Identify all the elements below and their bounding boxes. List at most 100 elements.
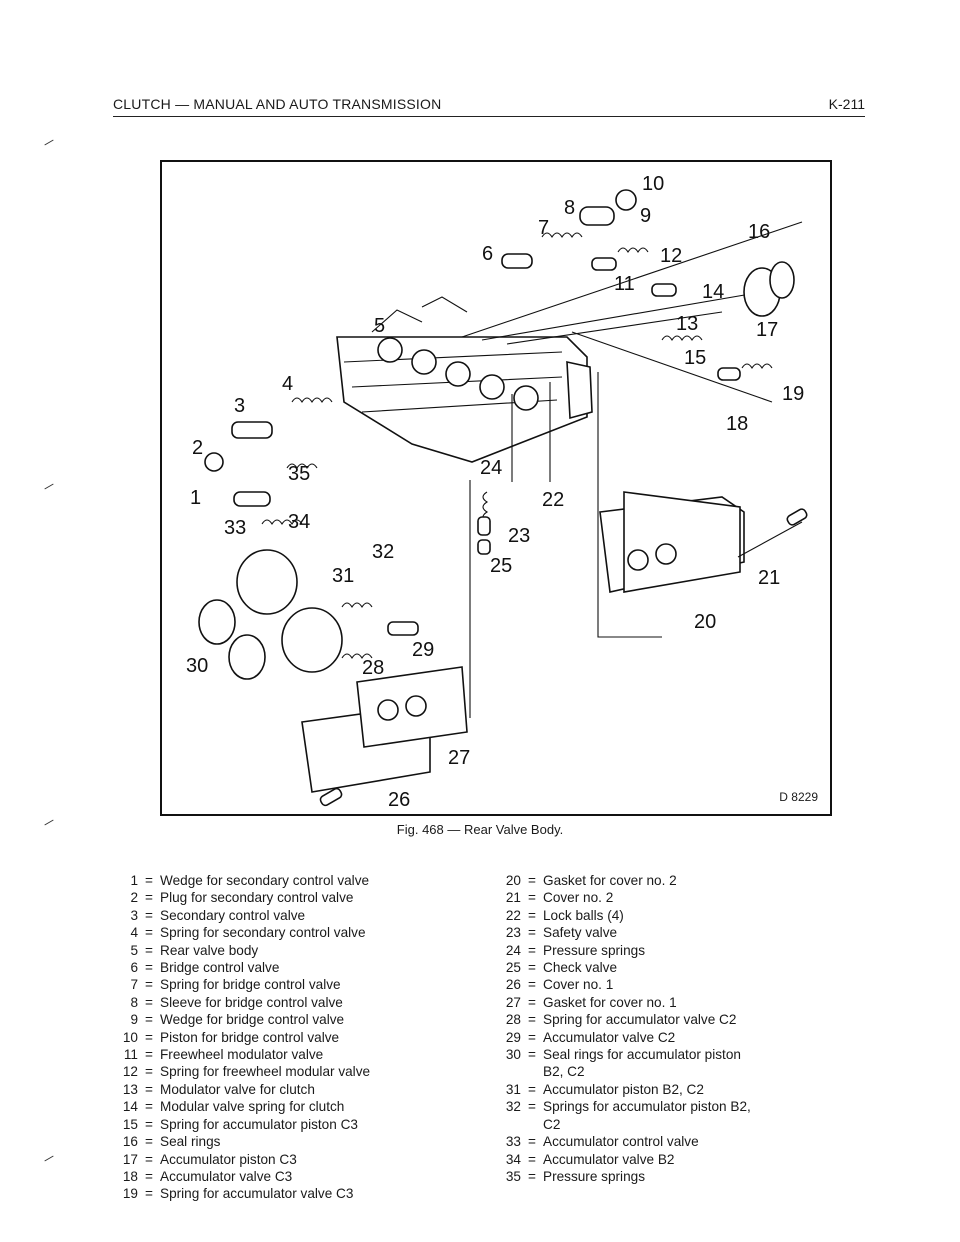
legend-num: 17 xyxy=(122,1151,138,1167)
legend-row: 30=Seal rings for accumulator piston xyxy=(495,1046,815,1063)
legend-desc: Safety valve xyxy=(543,925,618,941)
callout-label: 2 xyxy=(192,437,203,459)
legend-desc: Modular valve spring for clutch xyxy=(160,1099,345,1115)
callout-label: 19 xyxy=(782,383,804,405)
rear-valve-body-drawing xyxy=(336,296,593,463)
legend-eq: = xyxy=(145,1116,153,1132)
legend-eq: = xyxy=(528,942,536,958)
legend-desc: Modulator valve for clutch xyxy=(160,1081,315,1097)
legend-row: 34=Accumulator valve B2 xyxy=(495,1151,815,1168)
callout-label: 3 xyxy=(234,395,245,417)
legend-desc: Gasket for cover no. 1 xyxy=(543,994,677,1010)
legend-desc: Freewheel modulator valve xyxy=(160,1047,324,1063)
legend-num: 26 xyxy=(505,977,521,993)
legend-eq: = xyxy=(528,890,536,906)
legend-eq: = xyxy=(528,977,536,993)
legend-eq: = xyxy=(145,890,153,906)
callout-label: 18 xyxy=(726,413,748,435)
legend-num xyxy=(495,1063,521,1080)
header-title: CLUTCH — MANUAL AND AUTO TRANSMISSION xyxy=(113,96,442,112)
legend-row: 8=Sleeve for bridge control valve xyxy=(112,994,472,1011)
legend-eq: = xyxy=(145,1081,153,1097)
legend-eq xyxy=(521,1116,543,1133)
legend-num: 20 xyxy=(505,873,521,888)
legend-desc: Accumulator valve C3 xyxy=(160,1168,293,1184)
legend-eq: = xyxy=(145,1134,153,1150)
legend-row: 10=Piston for bridge control valve xyxy=(112,1029,472,1046)
legend-eq: = xyxy=(528,1081,536,1097)
legend-desc: Accumulator piston C3 xyxy=(160,1151,297,1167)
legend-desc: Pressure springs xyxy=(543,1168,645,1184)
legend-num: 24 xyxy=(505,942,521,958)
legend-num: 11 xyxy=(123,1047,138,1063)
legend-row: 21=Cover no. 2 xyxy=(495,889,815,906)
legend-row: 23=Safety valve xyxy=(495,924,815,941)
legend-desc: Spring for accumulator piston C3 xyxy=(160,1116,358,1132)
legend-desc: Gasket for cover no. 2 xyxy=(543,873,677,888)
legend-eq: = xyxy=(145,994,153,1010)
legend-row: 2=Plug for secondary control valve xyxy=(112,889,472,906)
legend-row: 17 = Accumulator piston C3 xyxy=(112,1151,472,1168)
legend-desc: Pressure springs xyxy=(543,942,645,958)
figure-code: D 8229 xyxy=(779,790,818,804)
legend-num: 9 xyxy=(130,1012,138,1028)
legend-eq: = xyxy=(528,1151,536,1167)
callout-label: 24 xyxy=(480,457,502,479)
legend-eq: = xyxy=(145,1099,153,1115)
callout-label: 33 xyxy=(224,517,246,539)
callout-label: 4 xyxy=(282,373,293,395)
legend-eq xyxy=(521,1063,543,1080)
legend-row: 25=Check valve xyxy=(495,959,815,976)
legend-row: 20=Gasket for cover no. 2 xyxy=(495,872,815,889)
legend-row: 22=Lock balls (4) xyxy=(495,907,815,924)
legend-row: 27=Gasket for cover no. 1 xyxy=(495,994,815,1011)
legend-eq: = xyxy=(145,1012,153,1028)
legend-desc: Spring for bridge control valve xyxy=(160,977,341,993)
legend-num: 33 xyxy=(505,1134,521,1150)
legend-desc: Check valve xyxy=(543,960,618,976)
margin-mark xyxy=(44,1155,54,1162)
legend-row: 35=Pressure springs xyxy=(495,1168,815,1185)
legend-num: 30 xyxy=(505,1047,521,1063)
legend-eq: = xyxy=(145,1064,153,1080)
legend-num: 8 xyxy=(130,994,138,1010)
legend-desc: Seal rings xyxy=(160,1134,221,1150)
legend-eq: = xyxy=(145,1029,153,1045)
callout-label: 25 xyxy=(490,555,512,577)
legend-num: 28 xyxy=(505,1012,521,1028)
valve-parts-top xyxy=(501,189,795,381)
legend-row: 28=Spring for accumulator valve C2 xyxy=(495,1011,815,1028)
figure-caption: Fig. 468 — Rear Valve Body. xyxy=(396,822,564,837)
legend-num: 10 xyxy=(122,1029,138,1045)
legend-row: 16=Seal rings xyxy=(112,1133,472,1150)
callout-label: 27 xyxy=(448,747,470,769)
legend-eq: = xyxy=(145,1047,153,1063)
legend-num: 3 xyxy=(130,907,138,923)
legend-row: 3=Secondary control valve xyxy=(112,907,472,924)
legend-num: 32 xyxy=(505,1099,521,1115)
legend-desc: Accumulator valve C2 xyxy=(543,1029,676,1045)
legend-desc: Spring for accumulator valve C2 xyxy=(543,1012,737,1028)
legend-eq: = xyxy=(145,907,153,923)
margin-mark xyxy=(44,483,54,490)
legend-eq: = xyxy=(145,873,153,888)
legend-num: 19 xyxy=(122,1186,138,1202)
legend-eq: = xyxy=(145,1151,153,1167)
legend-eq: = xyxy=(145,960,153,976)
legend-num: 29 xyxy=(505,1029,521,1045)
legend-desc: Wedge for bridge control valve xyxy=(160,1012,345,1028)
callout-labels: 1 2 3 4 5 6 7 8 9 10 11 12 13 14 15 16 1… xyxy=(186,173,804,811)
legend-desc: Accumulator valve B2 xyxy=(543,1151,675,1167)
callout-label: 9 xyxy=(640,205,651,227)
legend-num: 14 xyxy=(122,1099,138,1115)
legend-num: 22 xyxy=(505,907,521,923)
legend-row: 24 = Pressure springs xyxy=(495,942,815,959)
legend-desc: Bridge control valve xyxy=(160,960,280,976)
legend-row: 19=Spring for accumulator valve C3 xyxy=(112,1185,472,1202)
legend-num: 5 xyxy=(130,942,138,958)
legend-num: 21 xyxy=(505,890,521,906)
legend-num: 23 xyxy=(505,925,521,941)
callout-label: 35 xyxy=(288,463,310,485)
legend-desc: Plug for secondary control valve xyxy=(160,890,354,906)
legend-row: 7=Spring for bridge control valve xyxy=(112,976,472,993)
